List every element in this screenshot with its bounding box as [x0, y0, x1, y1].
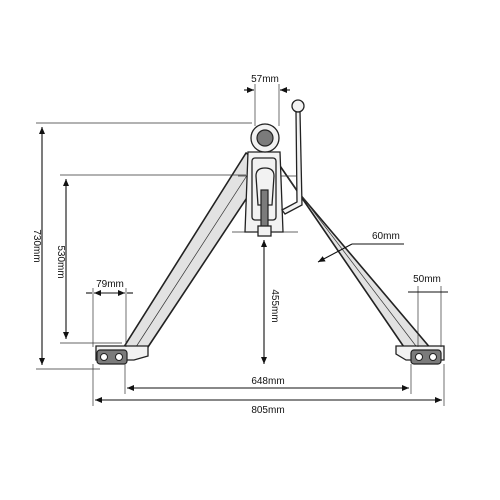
right-leg-centerline — [287, 177, 420, 351]
top-pin — [256, 129, 274, 147]
label-left-foot-width: 79mm — [96, 279, 124, 290]
dim-right-foot-width: 50mm — [408, 274, 448, 347]
latch-bolt-end — [257, 225, 272, 237]
label-total-height: 730mm — [31, 229, 42, 262]
lever-handle — [281, 111, 303, 215]
dim-outer-span: 805mm — [92, 364, 445, 416]
dim-pin-height: 530mm — [55, 174, 246, 344]
latch-bolt — [260, 189, 269, 231]
dim-leg-width: 60mm — [317, 231, 404, 263]
label-top-pin-width: 57mm — [251, 74, 279, 85]
label-pin-height: 530mm — [55, 245, 66, 278]
left-leg — [121, 152, 269, 351]
right-foot — [395, 345, 445, 365]
lever-knob — [291, 99, 305, 113]
label-inner-span: 648mm — [251, 376, 284, 387]
label-outer-span: 805mm — [251, 405, 284, 416]
label-inner-height: 455mm — [269, 289, 280, 322]
dim-total-height: 730mm — [31, 122, 252, 370]
left-leg-centerline — [133, 159, 258, 351]
dim-left-foot-width: 79mm — [86, 279, 133, 347]
label-leg-width: 60mm — [372, 231, 400, 242]
dim-inner-height: 455mm — [261, 240, 280, 364]
a-frame-drawing — [95, 99, 445, 365]
left-foot — [95, 345, 149, 365]
label-right-foot-width: 50mm — [413, 274, 441, 285]
dim-top-pin-width: 57mm — [244, 74, 290, 126]
dim-inner-span: 648mm — [124, 364, 412, 394]
